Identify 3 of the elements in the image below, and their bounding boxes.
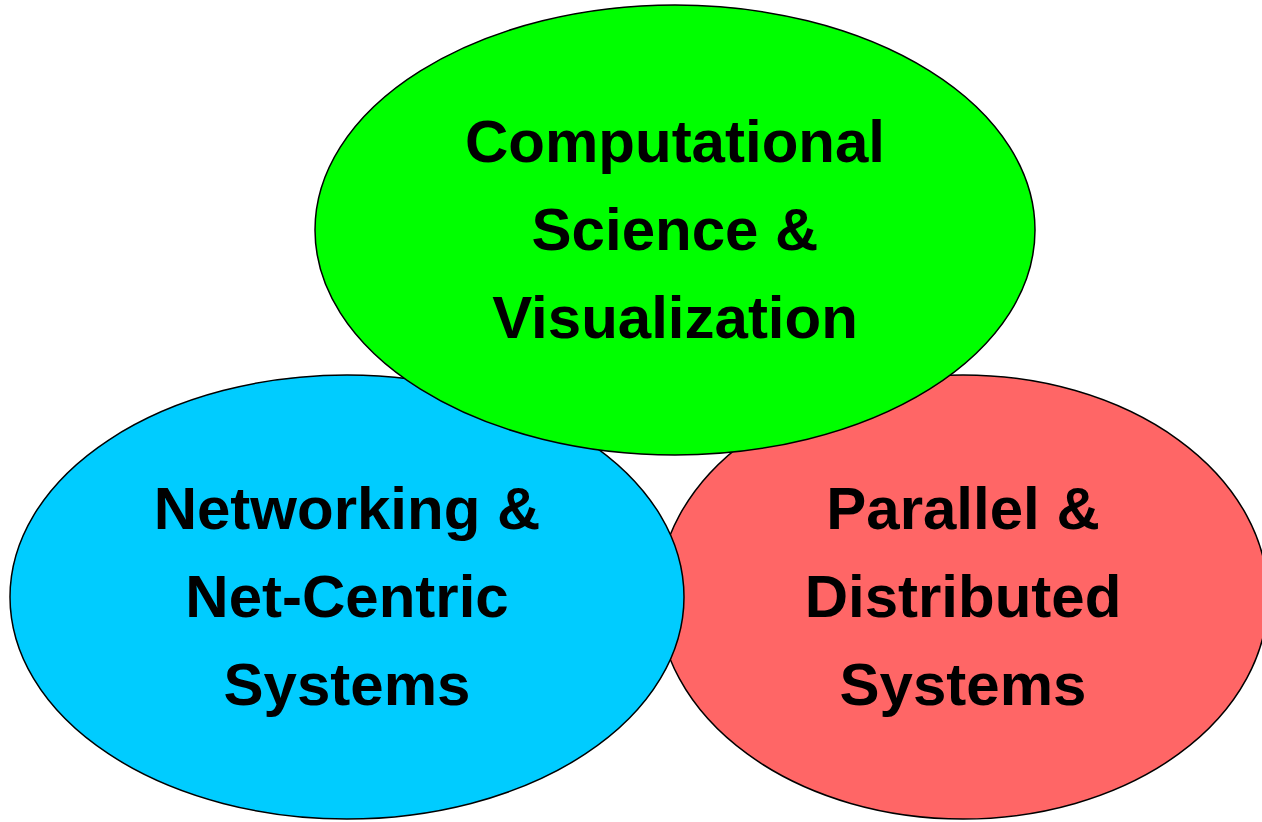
topic-label: Computational Science & Visualization: [464, 107, 886, 353]
topic-label: Parallel & Distributed Systems: [803, 474, 1123, 720]
topic-label: Networking & Net-Centric Systems: [152, 474, 542, 720]
